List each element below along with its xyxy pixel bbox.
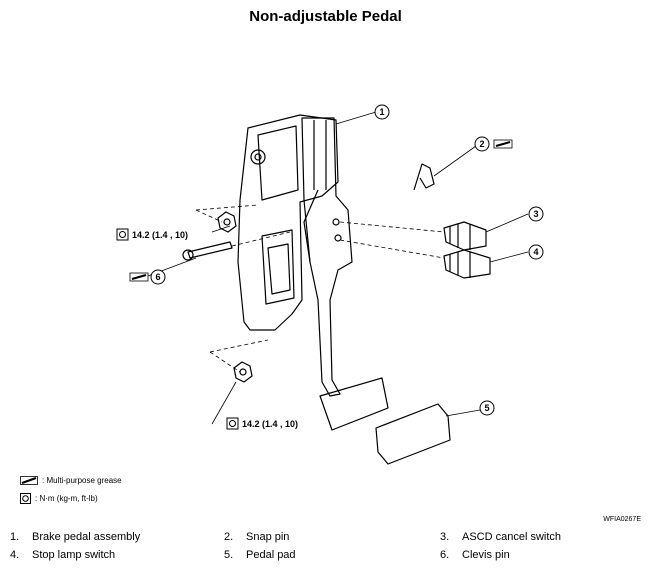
callout-1: 1 xyxy=(379,107,384,117)
figure-reference: WFIA0267E xyxy=(603,516,641,523)
torque-icon xyxy=(20,493,31,504)
legend-torque: : N·m (kg-m, ft-lb) xyxy=(20,493,98,504)
legend-torque-text: : N·m (kg-m, ft-lb) xyxy=(35,494,98,503)
parts-item-5: 5.Pedal pad xyxy=(224,549,296,561)
torque-icon xyxy=(116,228,129,241)
bracket-pivot xyxy=(250,149,266,165)
diagram-title: Non-adjustable Pedal xyxy=(249,8,402,25)
stop-lamp-switch xyxy=(443,249,491,279)
callout-2: 2 xyxy=(479,139,484,149)
torque-label-lower: 14.2 (1.4 , 10) xyxy=(242,419,298,429)
callout-5: 5 xyxy=(484,403,489,413)
parts-item-4: 4.Stop lamp switch xyxy=(10,549,116,561)
ascd-switch xyxy=(443,221,487,251)
nut-lower xyxy=(233,361,253,383)
torque-icon xyxy=(226,417,239,430)
nut-upper xyxy=(217,211,237,233)
parts-item-2: 2.Snap pin xyxy=(224,531,290,543)
parts-item-1: 1.Brake pedal assembly xyxy=(10,531,141,543)
callout-4: 4 xyxy=(533,247,538,257)
grease-icon xyxy=(129,272,149,282)
grease-icon xyxy=(20,476,38,485)
grease-icon xyxy=(493,139,513,149)
parts-item-6: 6.Clevis pin xyxy=(440,549,510,561)
pedal-arm xyxy=(301,117,353,397)
pedal-foot xyxy=(319,377,389,431)
callout-3: 3 xyxy=(533,209,538,219)
parts-item-3: 3.ASCD cancel switch xyxy=(440,531,562,543)
callout-6: 6 xyxy=(155,272,160,282)
pedal-bracket xyxy=(237,114,339,331)
torque-label-upper: 14.2 (1.4 , 10) xyxy=(132,230,188,240)
pedal-pad xyxy=(375,403,451,465)
legend-grease: : Multi-purpose grease xyxy=(20,476,122,485)
snap-pin xyxy=(413,163,435,191)
clevis-pin xyxy=(187,241,233,259)
legend-grease-text: : Multi-purpose grease xyxy=(42,476,122,485)
